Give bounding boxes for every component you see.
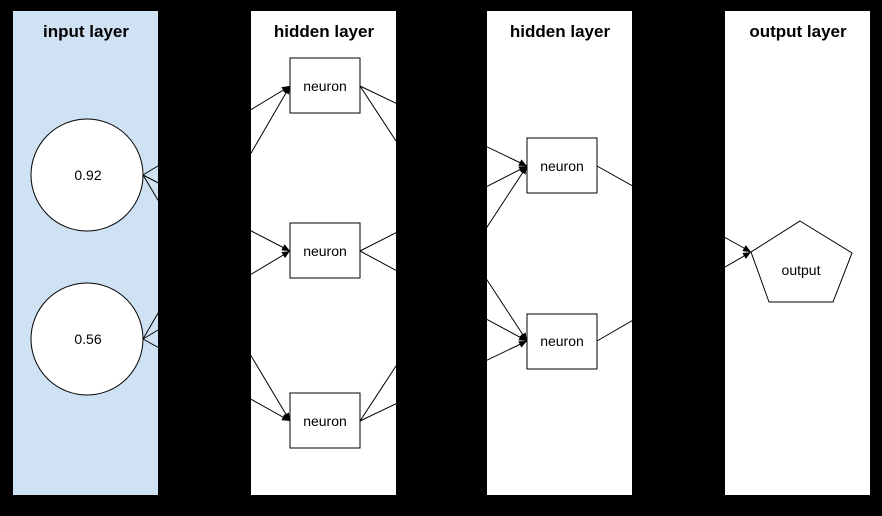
hidden1-node-2-label: neuron: [303, 243, 347, 259]
input-node-1-label: 0.92: [74, 167, 101, 183]
edge-input2-hidden1c: [142, 338, 291, 422]
edge-input2-hidden1b: [142, 250, 291, 340]
hidden2-node-1-label: neuron: [540, 158, 584, 174]
input-layer-title: input layer: [43, 22, 129, 41]
hidden1-node-3-label: neuron: [303, 413, 347, 429]
output-node-label: output: [782, 262, 821, 278]
hidden-layer-2-title: hidden layer: [510, 22, 611, 41]
layer-titles: input layer hidden layer hidden layer ou…: [43, 22, 847, 41]
hidden2-node-2-label: neuron: [540, 333, 584, 349]
hidden-layer-1-nodes: neuron neuron neuron: [289, 57, 361, 449]
hidden-layer-2-nodes: neuron neuron: [526, 137, 598, 370]
input-node-1: [30, 118, 144, 232]
edge-hidden1a-hidden2b: [359, 85, 528, 342]
edge-hidden1b-hidden2b: [359, 250, 528, 342]
output-node: [750, 220, 853, 303]
edge-hidden2b-output: [596, 251, 752, 342]
output-layer-nodes: output: [750, 220, 853, 303]
hidden-layer-2-panel: [487, 11, 632, 495]
edge-hidden1c-hidden2a: [359, 165, 528, 422]
hidden1-node-2: [289, 222, 361, 279]
edge-hidden1a-hidden2a: [359, 85, 528, 167]
output-layer-title: output layer: [749, 22, 847, 41]
edge-hidden1b-hidden2a: [359, 165, 528, 252]
edge-input2-hidden1a: [142, 85, 291, 340]
hidden2-node-1: [526, 137, 598, 194]
edge-hidden1c-hidden2b: [359, 340, 528, 422]
input-node-2-label: 0.56: [74, 331, 101, 347]
connections: [142, 85, 752, 422]
hidden1-node-3: [289, 392, 361, 449]
hidden1-node-1-label: neuron: [303, 78, 347, 94]
edge-hidden2a-output: [596, 165, 752, 253]
hidden-layer-1-title: hidden layer: [274, 22, 375, 41]
hidden1-node-1: [289, 57, 361, 114]
input-layer-nodes: 0.92 0.56: [30, 118, 144, 396]
input-node-2: [30, 282, 144, 396]
input-layer-panel: [13, 11, 158, 495]
hidden2-node-2: [526, 313, 598, 370]
edge-input1-hidden1c: [142, 174, 291, 422]
edge-input1-hidden1a: [142, 85, 291, 176]
